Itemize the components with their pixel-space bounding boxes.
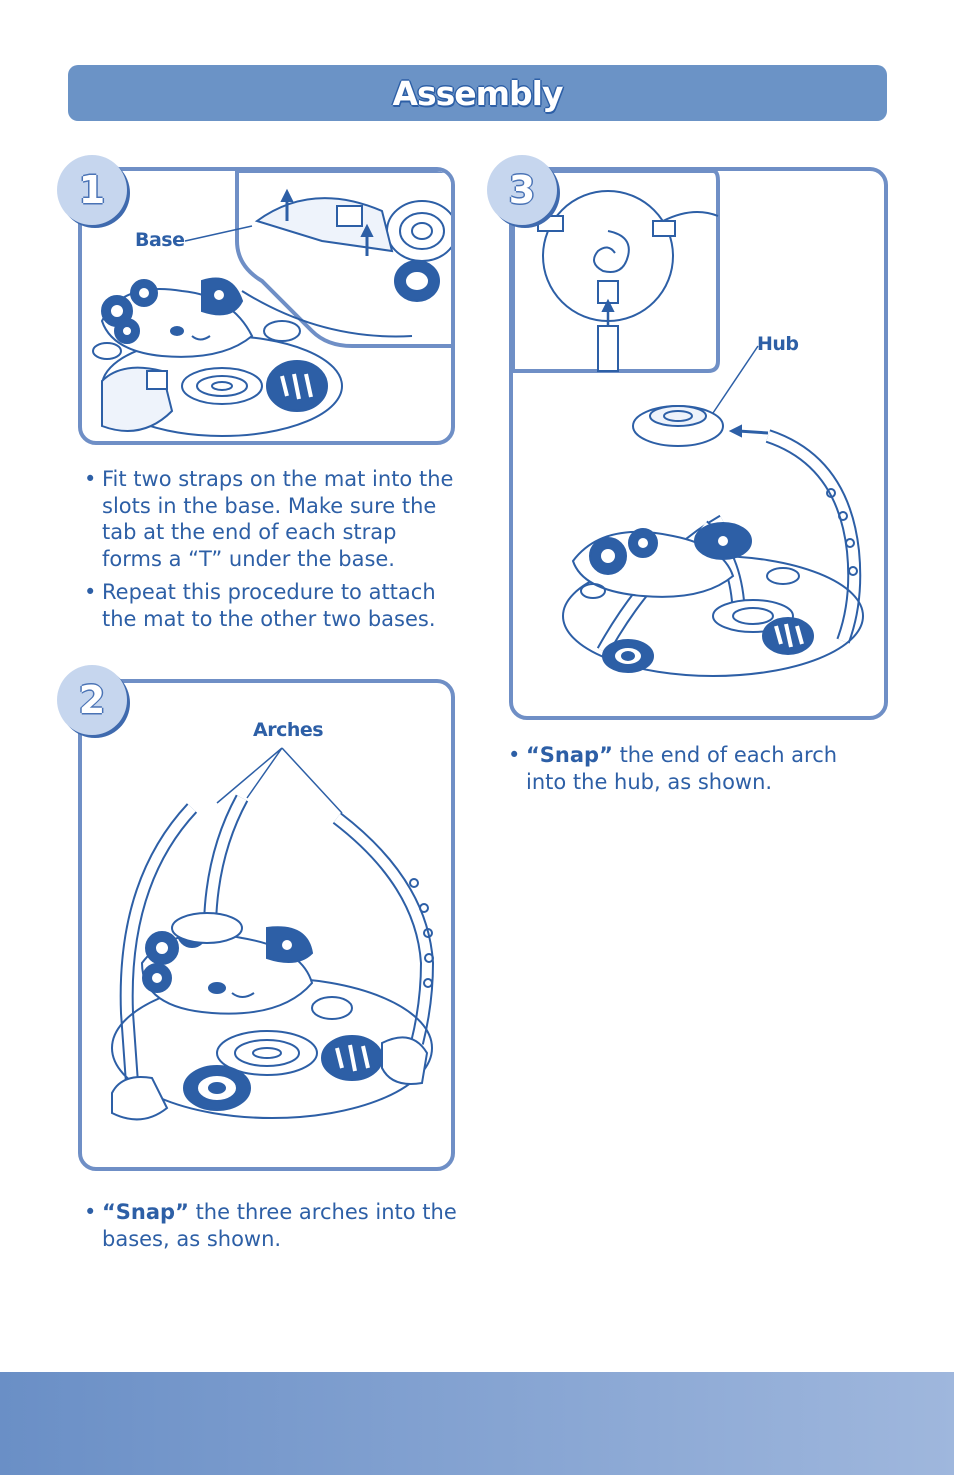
callout-base-leader (184, 225, 253, 242)
step-2-instructions: “Snap” the three arches into the bases, … (84, 1199, 459, 1259)
section-title: Assembly (392, 73, 563, 113)
step-1-instruction: Fit two straps on the mat into the slots… (84, 466, 459, 572)
step-1-instructions: Fit two straps on the mat into the slots… (84, 466, 459, 639)
step-3-number: 3 (508, 168, 536, 212)
step-1-badge: 1 (57, 155, 127, 225)
step-3-illustration-panel: Hub (509, 167, 888, 720)
step-2-badge: 2 (57, 665, 127, 735)
hub-illustration (513, 171, 864, 677)
step-1-instruction: Repeat this procedure to attach the mat … (84, 579, 459, 632)
callout-base: Base (135, 229, 185, 251)
step-1-number: 1 (78, 168, 106, 212)
step-3-badge: 3 (487, 155, 557, 225)
step-2-number: 2 (78, 678, 106, 722)
callout-arches: Arches (253, 719, 324, 741)
mat-base-illustration (92, 171, 451, 437)
step-3-instructions: “Snap” the end of each arch into the hub… (508, 742, 883, 802)
footer-band (0, 1372, 954, 1475)
step-2-illustration-panel: Arches (78, 679, 455, 1171)
step-3-instruction: “Snap” the end of each arch into the hub… (508, 742, 883, 795)
step-2-instruction: “Snap” the three arches into the bases, … (84, 1199, 459, 1252)
callout-hub: Hub (757, 333, 799, 355)
step-1-illustration-panel: Base (78, 167, 455, 445)
section-header-banner: Assembly (68, 65, 887, 121)
arches-illustration (111, 747, 435, 1121)
